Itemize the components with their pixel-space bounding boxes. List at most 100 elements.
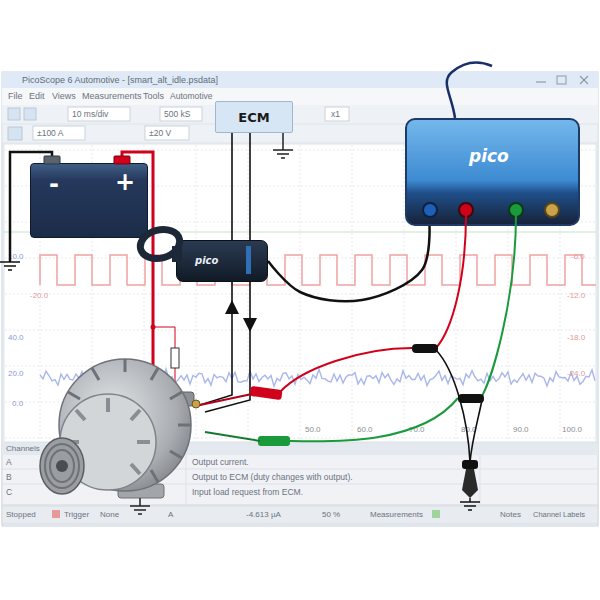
channel-letter: A — [6, 458, 12, 467]
input-box — [145, 126, 189, 140]
clamp-jaws — [137, 225, 183, 262]
terminal-sign: - — [49, 172, 59, 196]
close-button — [580, 76, 588, 84]
input-jack — [509, 203, 523, 217]
probe-connector — [412, 344, 438, 353]
sense-wire — [153, 327, 175, 395]
probe-lead — [436, 214, 466, 348]
input-jack — [423, 203, 437, 217]
toolbar-icon — [8, 108, 20, 120]
channel-description: Input load request from ECM. — [192, 488, 303, 497]
menu-item: Automotive — [170, 92, 213, 101]
cooling-fin — [68, 359, 191, 482]
ground-symbol — [273, 150, 293, 158]
oscilloscope: pico — [405, 118, 580, 226]
alternator-mount — [168, 392, 194, 406]
ground-wire — [282, 133, 284, 150]
menu-item: Tools — [143, 92, 164, 101]
ground-clip — [462, 469, 478, 498]
grid-line — [248, 145, 249, 441]
input-box — [33, 126, 85, 140]
axis-value: 80.0 — [461, 426, 477, 434]
zoom-setting: x1 — [331, 110, 340, 119]
range-setting: ±20 V — [149, 129, 171, 138]
clamp-switch — [246, 246, 251, 274]
window-title: PicoScope 6 Automotive - [smart_alt_idle… — [22, 76, 218, 85]
input-box — [68, 107, 130, 121]
menu-item: Measurements — [82, 92, 142, 101]
table-rule — [2, 469, 598, 470]
input-jack — [545, 203, 559, 217]
probe-connector — [458, 394, 484, 403]
signal-arrow — [243, 318, 257, 332]
axis-value: 70.0 — [409, 426, 425, 434]
grid-line — [196, 145, 197, 441]
trace-square-wave — [40, 255, 596, 285]
axis-value: 10.0 — [8, 253, 24, 261]
grid-line — [5, 366, 595, 367]
grid-line — [300, 145, 301, 441]
menu-bar — [2, 88, 598, 105]
status-bar — [2, 506, 598, 524]
axis-value: -6.0 — [571, 253, 585, 261]
battery-positive-wire — [122, 152, 153, 395]
status-text: Measurements — [370, 511, 423, 519]
status-text: Trigger — [64, 511, 89, 519]
table-rule — [2, 484, 598, 485]
toolbar-icon — [8, 127, 22, 140]
brand-logo: pico — [195, 256, 218, 266]
clamp-neck — [172, 246, 182, 262]
grid-line — [5, 402, 595, 403]
status-text: Notes — [500, 511, 521, 519]
resistor-symbol — [171, 348, 179, 368]
alternator-terminal — [192, 400, 200, 408]
current-clamp: pico — [176, 240, 268, 282]
pulley — [40, 438, 84, 494]
channel-description: Output to ECM (duty changes with output)… — [192, 473, 353, 482]
grid-line — [352, 145, 353, 441]
channel-letter: C — [6, 488, 12, 497]
table-rule — [186, 455, 187, 505]
input-jack — [459, 203, 473, 217]
ground-symbol — [460, 502, 480, 510]
maximize-button — [557, 76, 566, 84]
probe-connector — [462, 460, 478, 469]
status-text: 50 % — [322, 511, 340, 519]
axis-value: 0.0 — [12, 400, 23, 408]
ground-symbol — [0, 262, 20, 270]
ground-lead — [470, 400, 482, 462]
status-text: Channel Labels — [533, 511, 585, 519]
ground-wire — [139, 498, 141, 506]
alternator-front-cover — [60, 394, 156, 490]
probe-pin — [200, 394, 252, 405]
pulley-groove — [50, 450, 74, 482]
probe-pin — [205, 432, 260, 441]
alternator-mount — [118, 484, 164, 498]
ground-wire — [469, 498, 471, 502]
alternator — [40, 359, 200, 498]
signal-arrow — [225, 300, 239, 314]
range-setting: ±100 A — [37, 129, 63, 138]
title-bar — [2, 72, 598, 88]
channel-panel — [2, 443, 598, 505]
probe-cable — [268, 226, 430, 301]
grid-line — [5, 258, 595, 259]
sample-setting: 500 kS — [164, 110, 190, 119]
menu-item: Edit — [29, 92, 45, 101]
probe-lead — [280, 348, 412, 392]
alternator-housing — [59, 359, 191, 491]
axis-value: 100.0 — [562, 426, 582, 434]
pulley-hub — [56, 460, 68, 472]
ecm-box: ECM — [215, 101, 293, 133]
status-text: None — [100, 511, 119, 519]
axis-value: 20.0 — [8, 370, 24, 378]
axis-value: 90.0 — [513, 426, 529, 434]
probe-lead — [290, 398, 458, 441]
trace-current — [40, 369, 595, 386]
table-rule — [480, 455, 481, 505]
